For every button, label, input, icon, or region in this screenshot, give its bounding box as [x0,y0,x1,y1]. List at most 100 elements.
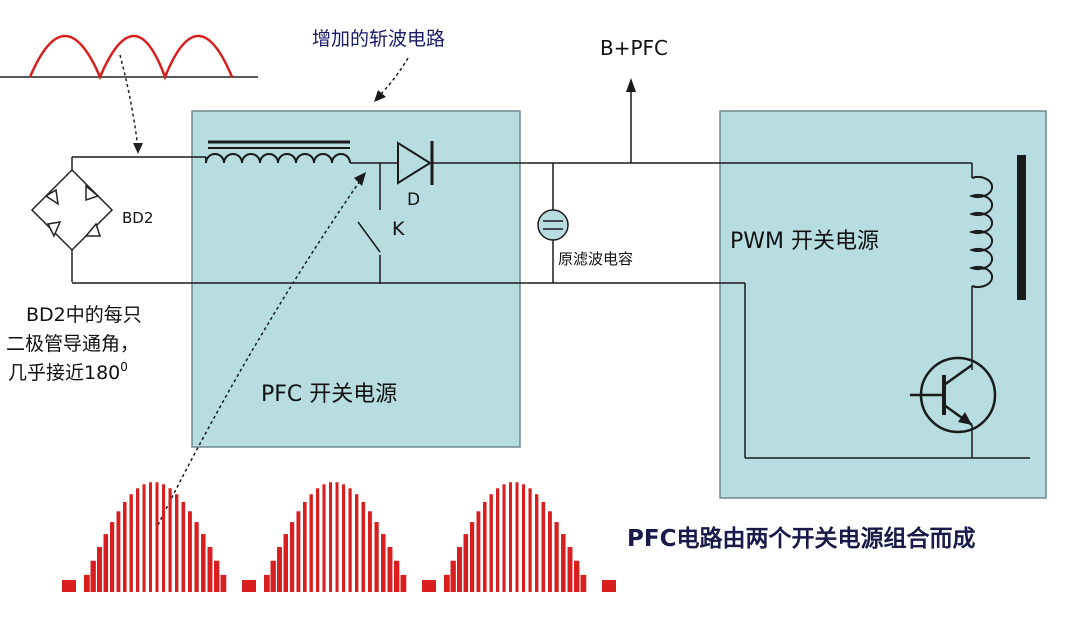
pulse-bar [207,547,213,592]
pulse-bar [168,488,172,592]
dotted-arrow-chopper [374,57,409,102]
pulse-bar [567,547,573,592]
pulse-bar [264,574,270,592]
pulse-bar [476,511,481,592]
top-wire [72,156,973,178]
pulse-bar [470,522,475,592]
bottom-wire [72,282,1030,459]
b-plus-pfc-output-arrow [626,78,636,163]
filter-capacitor-label: 原滤波电容 [558,250,633,268]
pulse-bar [541,501,546,592]
pulse-bar [574,560,580,592]
pulse-valley-bar [602,580,616,592]
pulse-bar [580,574,587,592]
pulse-bar [329,482,333,592]
pulse-bar [463,534,469,592]
pulse-bar [214,560,220,592]
pulse-bar [129,494,133,592]
pulse-bar [290,522,295,592]
pfc-block-label: PFC 开关电源 [261,382,397,407]
pulse-bar [103,534,109,592]
pulse-bar [316,488,320,592]
pulse-bar [309,494,313,592]
bd2-label: BD2 [122,209,153,227]
switch-label: K [392,218,405,240]
pwm-transformer-winding [968,176,994,370]
pwm-switching-supply-block [719,110,1047,499]
pulse-bar [303,501,307,592]
pulse-bar [355,494,359,592]
pulse-bar [162,484,166,592]
pulse-bar [270,560,276,592]
pulse-bar [368,511,372,592]
pulse-bar [136,488,140,592]
pulse-bar [194,522,199,592]
pulse-bar [155,482,159,592]
pulse-bar [374,522,379,592]
watermark: 电路一点通 [877,561,1012,586]
pulse-bar [457,547,462,592]
pulse-bar [296,511,301,592]
bd2-note-line1: BD2中的每只 [26,304,142,326]
pulse-bar [502,484,506,592]
pulse-bar [84,574,90,592]
pulse-bar [283,534,289,592]
pulse-bar [387,547,393,592]
pulse-bar [181,501,186,592]
pulse-bar [90,560,96,592]
caption: PFC电路由两个开关电源组合而成 [627,525,975,552]
pulse-bar [548,511,552,592]
pulse-valley-bar [62,580,76,592]
pulse-bar [97,547,102,592]
pulse-bar [522,484,526,592]
pulse-bar [149,482,153,592]
filter-capacitor [537,163,569,283]
pulse-bar [110,522,115,592]
boost-switch [357,163,381,284]
pulse-bar [188,511,192,592]
pwm-pulse-train [62,482,616,592]
pulse-bar [348,488,352,592]
pulse-bar [175,494,179,592]
pulse-bar [515,482,519,592]
pulse-bar [561,534,566,592]
chopper-added-label: 增加的斩波电路 [312,28,445,50]
pulse-bar [489,494,493,592]
pulse-bar [142,484,146,592]
pulse-valley-bar [242,580,256,592]
pulse-bar [444,574,450,592]
pulse-bar [528,488,532,592]
bd2-note-line3: 几乎接近1800 [8,360,128,384]
b-plus-pfc-label: B+PFC [600,36,668,60]
pulse-bar [116,511,121,592]
bd2-note-line2: 二极管导通角， [6,333,139,355]
dotted-arrow-pulses-to-switch [157,172,366,526]
pulse-bar [335,482,339,592]
pulse-valley-bar [422,580,436,592]
pulse-bar [554,522,559,592]
pulse-bar [342,484,346,592]
boost-inductor [205,140,351,164]
pfc-switching-supply-block [191,110,521,448]
pwm-block-label: PWM 开关电源 [730,229,879,254]
bridge-rectifier-bd2 [30,157,114,282]
diode-label: D [407,190,420,210]
svg-text:电路一点通: 电路一点通 [912,561,1012,585]
dotted-arrow-waveform [119,54,143,154]
pulse-bar [496,488,500,592]
pulse-bar [220,574,227,592]
pulse-bar [322,484,326,592]
pulse-bar [509,482,513,592]
pulse-bar [361,501,366,592]
boost-diode [397,141,434,185]
pulse-bar [381,534,386,592]
pulse-bar [123,501,127,592]
transformer-core [1017,155,1026,300]
rectified-sine-waveform [0,34,258,81]
pulse-bar [394,560,400,592]
pulse-bar [450,560,456,592]
pulse-bar [400,574,407,592]
pulse-bar [483,501,487,592]
transistor-emitter-arrow [958,412,972,425]
